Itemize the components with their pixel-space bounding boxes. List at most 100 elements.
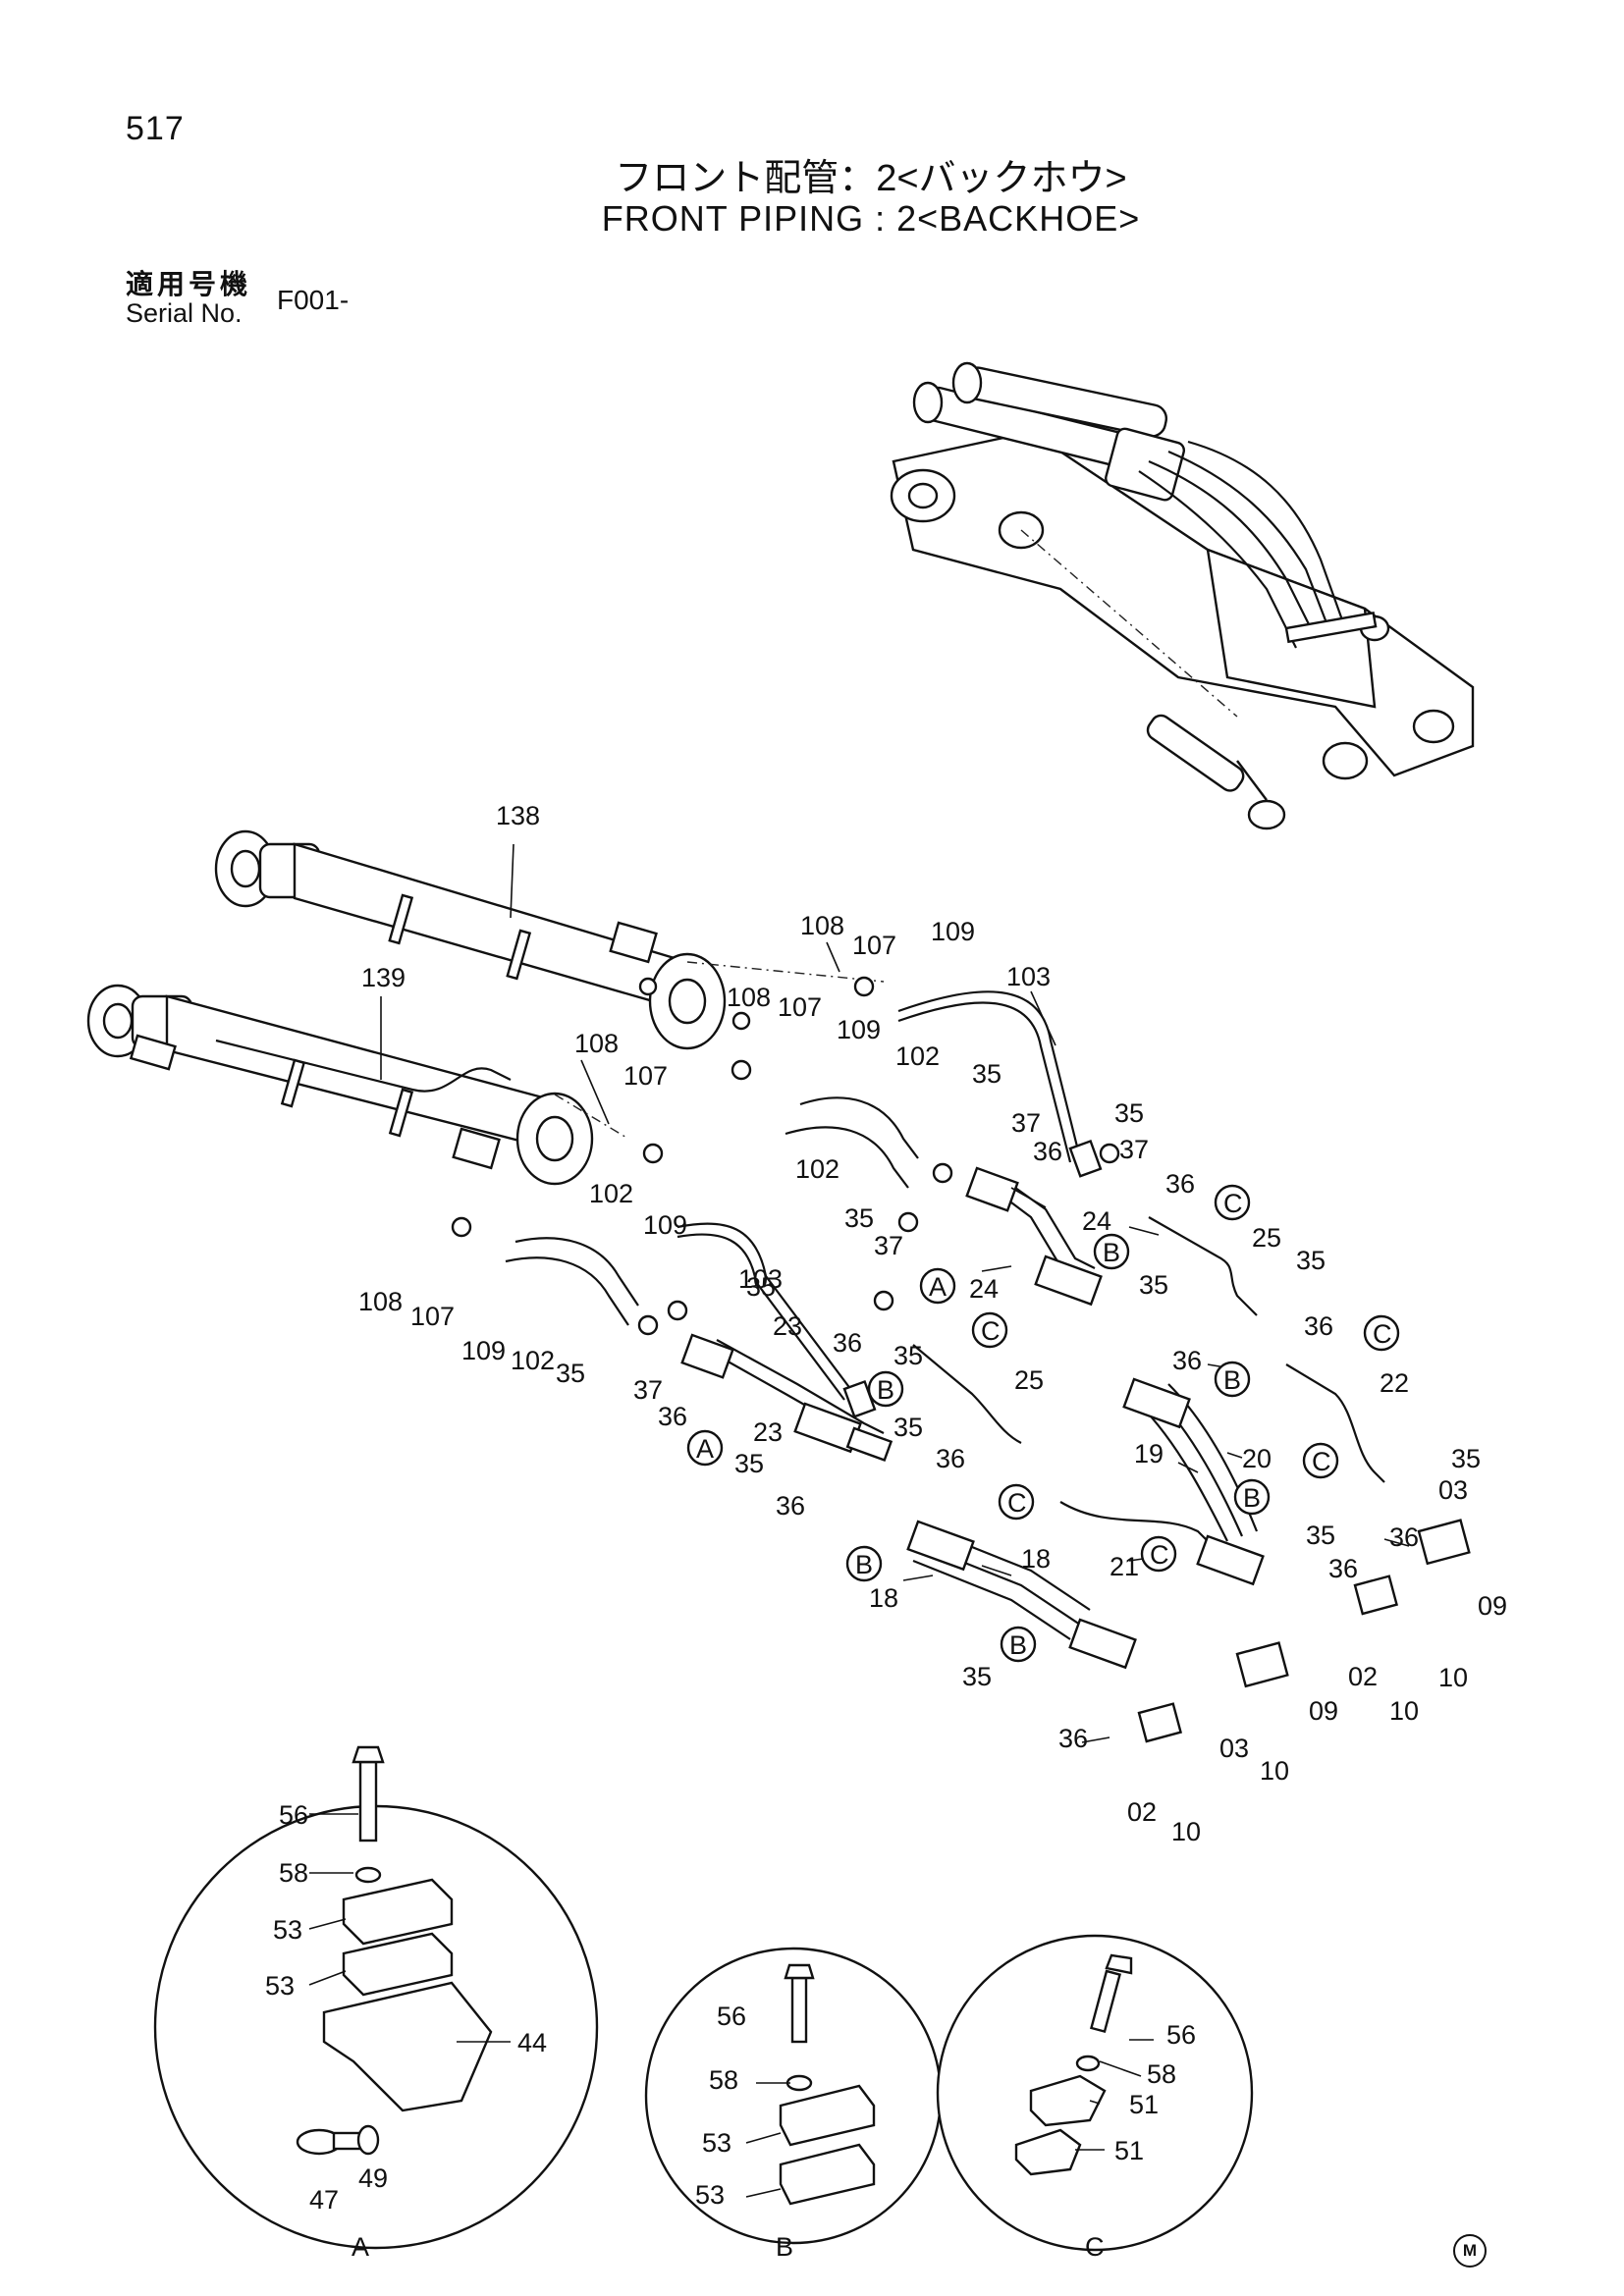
detail-view-a: 56 58 53 53 44 49 47 A: [153, 1745, 599, 2262]
part-label: 35: [972, 1059, 1001, 1089]
part-label: 35: [962, 1662, 992, 1691]
part-label: 35: [1296, 1246, 1326, 1275]
part-label: 03: [1219, 1734, 1249, 1763]
detail-a-label: 58: [279, 1858, 308, 1888]
part-label: 37: [1119, 1135, 1149, 1164]
part-label: 102: [795, 1154, 839, 1184]
part-label: 36: [1389, 1522, 1419, 1552]
detail-c-label: 56: [1166, 2020, 1196, 2050]
part-label: 102: [895, 1041, 940, 1071]
title-english: FRONT PIPING : 2<BACKHOE>: [601, 198, 1141, 239]
bubble-b1: B: [1093, 1233, 1130, 1270]
part-label: 10: [1260, 1756, 1289, 1786]
svg-text:B: B: [1243, 1483, 1261, 1513]
part-label: 107: [623, 1061, 668, 1091]
svg-text:C: C: [1007, 1488, 1027, 1518]
detail-a-label: 47: [309, 2185, 339, 2215]
bubble-a1: A: [919, 1267, 956, 1305]
part-label: 23: [753, 1417, 783, 1447]
part-label: 35: [1306, 1521, 1335, 1550]
title-japanese: フロント配管：2<バックホウ>: [615, 158, 1127, 199]
part-label: 22: [1380, 1368, 1409, 1398]
part-label: 37: [633, 1375, 663, 1405]
part-label: 20: [1242, 1444, 1272, 1473]
part-label: 138: [496, 801, 540, 830]
arm-cylinder-138: [214, 829, 885, 1050]
part-label: 107: [852, 931, 896, 960]
part-label: 10: [1389, 1696, 1419, 1726]
part-label: 35: [893, 1341, 923, 1370]
clamps-and-fittings: [451, 976, 1471, 1743]
serial-label-japanese: 適用号機: [126, 269, 252, 299]
bubble-b3: B: [1214, 1361, 1251, 1398]
part-label: 108: [727, 983, 771, 1012]
part-label: 18: [1021, 1544, 1051, 1574]
svg-text:C: C: [1373, 1319, 1392, 1349]
boom-overview-illustration: [890, 361, 1475, 830]
part-label: 107: [778, 992, 822, 1022]
part-label: 24: [1082, 1206, 1111, 1236]
svg-text:C: C: [981, 1316, 1001, 1346]
part-label: 35: [556, 1359, 585, 1388]
bubble-a2: A: [686, 1429, 724, 1467]
part-label: 108: [358, 1287, 403, 1316]
part-label: 35: [1451, 1444, 1481, 1473]
detail-a-label: 44: [517, 2028, 547, 2057]
svg-text:A: A: [696, 1434, 714, 1464]
bubble-b5: B: [845, 1545, 883, 1582]
part-label: 02: [1348, 1662, 1378, 1691]
part-label: 24: [969, 1274, 999, 1304]
part-label: 36: [1328, 1554, 1358, 1583]
detail-view-c: 56 58 51 51 C: [936, 1934, 1254, 2262]
detail-a-label: 49: [358, 2163, 388, 2193]
part-label: 36: [936, 1444, 965, 1473]
part-label: 36: [658, 1402, 687, 1431]
part-label: 103: [738, 1264, 783, 1294]
detail-b-label: 58: [709, 2065, 738, 2095]
detail-a-label: 56: [279, 1800, 308, 1830]
svg-text:B: B: [1103, 1238, 1120, 1267]
detail-a-caption: A: [352, 2232, 369, 2262]
part-label: 25: [1014, 1365, 1044, 1395]
bubble-c4: C: [1302, 1442, 1339, 1479]
svg-text:C: C: [1223, 1189, 1243, 1218]
svg-text:B: B: [1223, 1365, 1241, 1395]
serial-label-english: Serial No.: [126, 298, 243, 328]
maker-mark: M: [1453, 2234, 1487, 2268]
part-label: 102: [511, 1346, 555, 1375]
detail-b-caption: B: [776, 2232, 793, 2262]
part-label: 102: [589, 1179, 633, 1208]
callout-bubbles: A A B B B B B B C C C C C C: [686, 1184, 1400, 1663]
part-label: 103: [1006, 962, 1051, 991]
part-number-labels: 138 139 108 107 109 103 108 107 109 102 …: [358, 801, 1507, 1846]
part-label: 36: [833, 1328, 862, 1358]
detail-c-label: 51: [1129, 2090, 1159, 2119]
svg-text:B: B: [877, 1375, 894, 1405]
part-label: 10: [1438, 1663, 1468, 1692]
bubble-b2: B: [867, 1370, 904, 1408]
part-label: 03: [1438, 1475, 1468, 1505]
page-number: 517: [126, 110, 185, 147]
part-label: 19: [1134, 1439, 1164, 1468]
part-label: 21: [1110, 1552, 1139, 1581]
part-label: 02: [1127, 1797, 1157, 1827]
part-label: 37: [1011, 1108, 1041, 1138]
part-label: 36: [1172, 1346, 1202, 1375]
detail-b-label: 53: [702, 2128, 731, 2158]
detail-a-label: 53: [273, 1915, 302, 1945]
part-label: 108: [574, 1029, 619, 1058]
part-label: 35: [734, 1449, 764, 1478]
arm-cylinder-139: [86, 984, 629, 1186]
part-label: 108: [800, 911, 844, 940]
part-label: 09: [1309, 1696, 1338, 1726]
hoses-and-pipes: [505, 990, 1385, 1640]
part-label: 36: [1033, 1137, 1062, 1166]
svg-text:B: B: [855, 1550, 873, 1579]
part-label: 10: [1171, 1817, 1201, 1846]
part-label: 35: [893, 1413, 923, 1442]
part-label: 36: [776, 1491, 805, 1521]
detail-c-label: 51: [1114, 2136, 1144, 2165]
detail-b-label: 56: [717, 2002, 746, 2031]
part-label: 109: [931, 917, 975, 946]
